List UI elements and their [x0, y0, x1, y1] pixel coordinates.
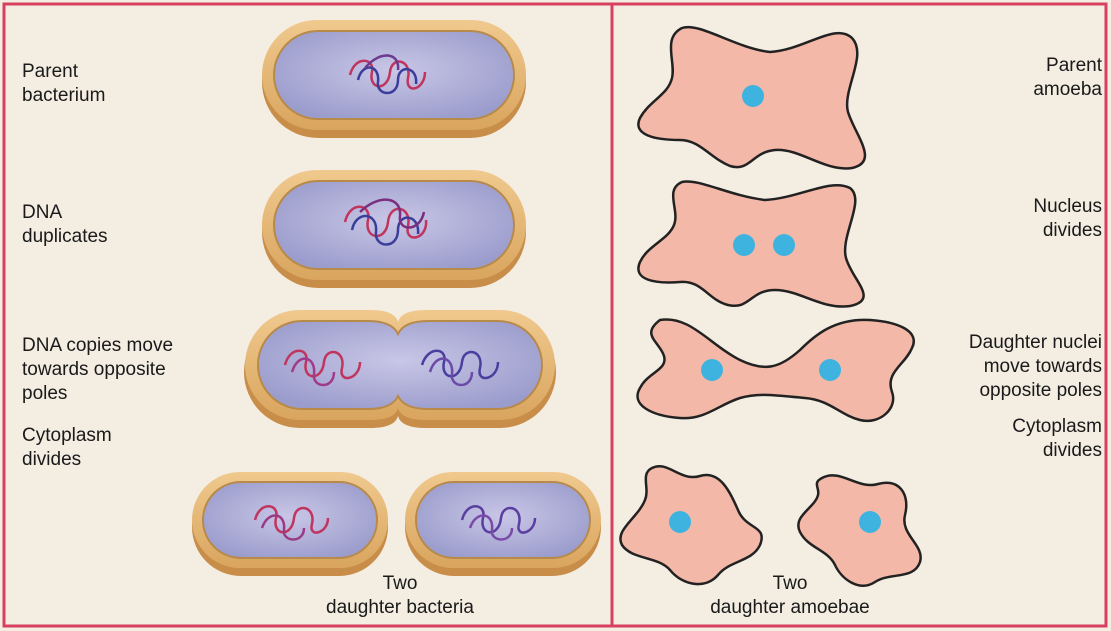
parent-bacterium — [262, 20, 526, 138]
label-two-daughter-amoebae: Two daughter amoebae — [680, 572, 900, 620]
label-parent-amoeba: Parent amoeba — [900, 54, 1102, 102]
daughter-bacterium-left — [192, 472, 388, 576]
bacterium-dividing — [244, 310, 556, 428]
label-daughter-nuclei-move: Daughter nuclei move towards opposite po… — [900, 331, 1102, 403]
daughter-amoeba-right — [798, 475, 920, 585]
label-dna-duplicates: DNA duplicates — [22, 201, 108, 249]
label-parent-bacterium: Parent bacterium — [22, 60, 105, 108]
amoeba-nucleus-dividing — [638, 181, 863, 306]
parent-amoeba — [638, 27, 865, 168]
label-bacteria-cytoplasm-divides: Cytoplasm divides — [22, 424, 112, 472]
nucleus — [701, 359, 723, 381]
label-two-daughter-bacteria: Two daughter bacteria — [290, 572, 510, 620]
nucleus — [819, 359, 841, 381]
nucleus — [773, 234, 795, 256]
label-nucleus-divides: Nucleus divides — [900, 195, 1102, 243]
daughter-amoeba-left — [620, 466, 761, 584]
amoeba-nuclei-moving — [638, 319, 914, 420]
daughter-bacterium-right — [405, 472, 601, 576]
nucleus — [733, 234, 755, 256]
nucleus — [669, 511, 691, 533]
label-dna-copies-move: DNA copies move towards opposite poles — [22, 334, 173, 406]
nucleus — [859, 511, 881, 533]
label-amoeba-cytoplasm-divides: Cytoplasm divides — [900, 415, 1102, 463]
bacterium-dna-duplicating — [262, 170, 526, 288]
nucleus — [742, 85, 764, 107]
